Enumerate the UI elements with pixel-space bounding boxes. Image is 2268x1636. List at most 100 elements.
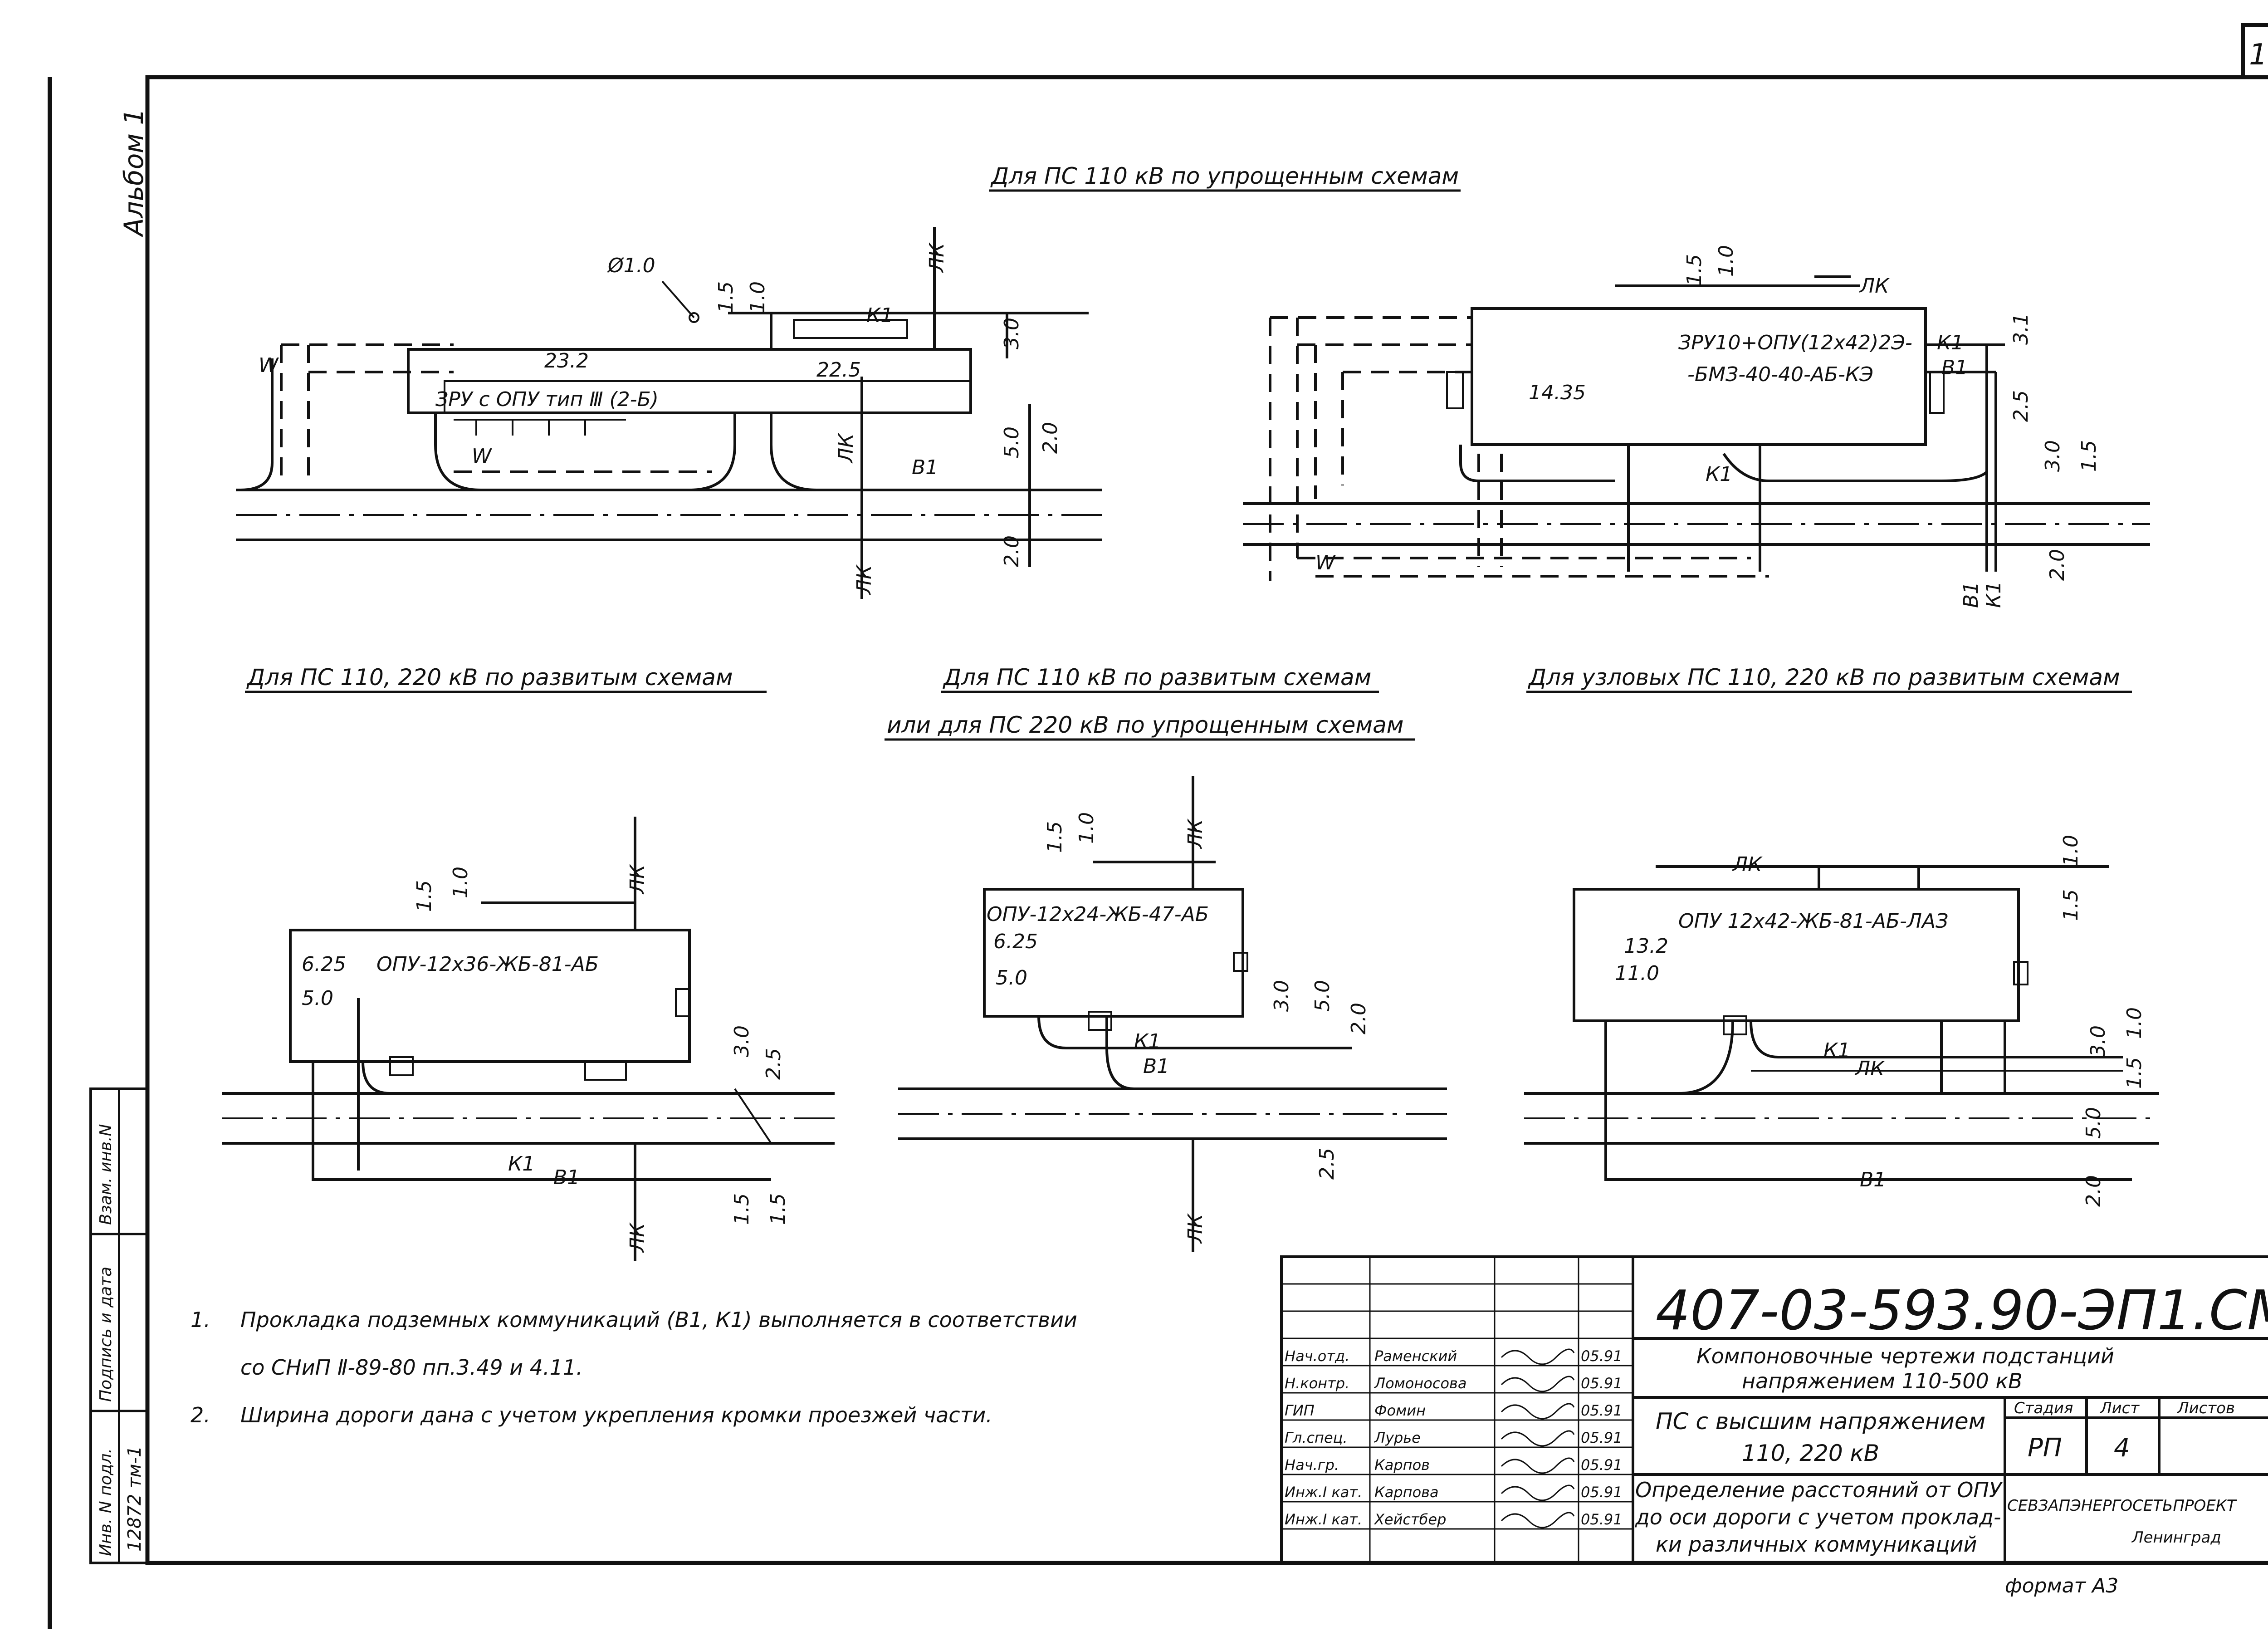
title-drawing-2: до оси дороги с учетом проклад- (1635, 1505, 2001, 1529)
title-desc-2: напряжением 110-500 кВ (1742, 1369, 2023, 1393)
d3-dim-15b: 1.5 (730, 1193, 753, 1225)
sheet-frame: 17 Альбом 1 (48, 23, 2268, 1629)
title-drawing-1: Определение расстояний от ОПУ (1635, 1478, 2003, 1502)
d5-dim-15b: 1.5 (2123, 1057, 2146, 1089)
d3-label-lk: ЛК (626, 864, 649, 895)
notes: 1. Прокладка подземных коммуникаций (В1,… (191, 1308, 1077, 1427)
d2-dim-31: 3.1 (2009, 313, 2033, 345)
d2-dim-30: 3.0 (2041, 440, 2064, 472)
note-2-text: Ширина дороги дана с учетом укрепления к… (240, 1403, 992, 1427)
signature-name: Хейстбер (1374, 1511, 1446, 1528)
d1-dim-20: 2.0 (1039, 422, 1062, 454)
signature-date: 05.91 (1581, 1511, 1623, 1528)
d5-dim-10b: 1.0 (2123, 1007, 2146, 1039)
sheets-header: Листов (2176, 1399, 2235, 1417)
signature-name: Карпова (1374, 1484, 1439, 1501)
d2-label-k1c: К1 (1982, 581, 2005, 608)
organization-city: Ленинград (2131, 1528, 2221, 1547)
headings: Для ПС 110 кВ по упрощенным схемам Для П… (245, 163, 2132, 741)
title-desc-1: Компоновочные чертежи подстанций (1696, 1344, 2114, 1368)
d4-dim-50: 5.0 (996, 966, 1027, 989)
d1-label-lk3: ЛК (853, 564, 876, 595)
note-1-line-1: Прокладка подземных коммуникаций (В1, К1… (240, 1308, 1077, 1332)
d5-dim-110: 11.0 (1615, 962, 1659, 985)
heading-1: Для ПС 110 кВ по упрощенным схемам (990, 163, 1459, 189)
d5-label-k1: К1 (1823, 1039, 1850, 1062)
heading-4: Для узловых ПС 110, 220 кВ по развитым с… (1528, 664, 2120, 691)
d4-label-k1: К1 (1134, 1030, 1161, 1053)
d1-label-w2: W (472, 445, 492, 468)
signature-role: Гл.спец. (1285, 1429, 1348, 1446)
d4-dim-50b: 5.0 (1311, 980, 1334, 1012)
d1-dim-225: 22.5 (816, 358, 861, 382)
signature-date: 05.91 (1581, 1484, 1623, 1501)
d5-dim-10: 1.0 (2059, 835, 2082, 867)
diagram-5: ЛК 1.0 1.5 ОПУ 12х42-ЖБ-81-АБ-ЛАЗ 13.2 1… (1524, 835, 2159, 1207)
signature-role: Инж.I кат. (1285, 1484, 1362, 1501)
d4-building-label: ОПУ-12х24-ЖБ-47-АБ (987, 903, 1209, 926)
signature-scribble (1501, 1512, 1575, 1528)
sheet-value: 4 (2114, 1433, 2130, 1463)
diagram-2: 1.5 1.0 ЛК К1 В1 3.1 2.5 ЗРУ10+ОПУ(12х42… (1243, 245, 2150, 608)
d1-diam: Ø1.0 (607, 254, 655, 277)
signature-name: Раменский (1374, 1347, 1457, 1365)
d5-building-label: ОПУ 12х42-ЖБ-81-АБ-ЛАЗ (1678, 910, 1948, 933)
d3-label-k1: К1 (508, 1152, 535, 1176)
note-1-line-2: со СНиП Ⅱ-89-80 пп.3.49 и 4.11. (240, 1355, 583, 1380)
d2-dim-15: 1.5 (1683, 254, 1706, 286)
sheet-number: 17 (2249, 38, 2268, 72)
d3-dim-10: 1.0 (449, 867, 472, 898)
d5-dim-20: 2.0 (2082, 1175, 2105, 1207)
title-drawing-3: ки различных коммуникаций (1656, 1532, 1977, 1557)
heading-2: Для ПС 110, 220 кВ по развитым схемам (246, 664, 733, 691)
document-code: 407-03-593.90-ЭП1.СМ (1656, 1279, 2268, 1342)
d3-dim-30: 3.0 (730, 1025, 753, 1057)
d4-label-lk: ЛК (1184, 818, 1207, 849)
signature-name: Лурье (1374, 1429, 1421, 1446)
d2-label-w: W (1315, 551, 1336, 574)
signature-name: Карпов (1374, 1456, 1430, 1474)
signature-scribble (1501, 1484, 1575, 1501)
d5-label-b1: В1 (1860, 1168, 1886, 1191)
title-sub-1: ПС с высшим напряжением (1656, 1408, 1985, 1435)
d5-dim-50: 5.0 (2082, 1107, 2105, 1139)
title-sub-2: 110, 220 кВ (1742, 1440, 1879, 1466)
signature-date: 05.91 (1581, 1456, 1623, 1474)
d1-dim-20b: 2.0 (1000, 535, 1023, 567)
d5-dim-15: 1.5 (2059, 889, 2082, 921)
d3-label-lk2: ЛК (626, 1222, 649, 1253)
stage-value: РП (2028, 1433, 2062, 1463)
diagram-3: 1.5 1.0 ЛК ОПУ-12х36-ЖБ-81-АБ 6.25 5.0 3… (222, 817, 835, 1261)
d4-dim-625: 6.25 (993, 930, 1038, 953)
d1-dim-10: 1.0 (746, 281, 769, 313)
d3-dim-625: 6.25 (302, 953, 346, 976)
d2-dim-25: 2.5 (2009, 390, 2033, 422)
d2-label-b1b: В1 (1960, 582, 1983, 608)
signature-name: Фомин (1374, 1402, 1426, 1419)
d4-dim-20: 2.0 (1347, 1003, 1370, 1034)
signature-role: Н.контр. (1285, 1375, 1349, 1392)
signature-scribble (1501, 1403, 1575, 1420)
signature-name: Ломоносова (1374, 1375, 1467, 1392)
diagram-1: Ø1.0 1.5 1.0 3.0 ЛК К1 W 23.2 22.5 ЗРУ с… (236, 227, 1102, 599)
signature-scribble (1501, 1348, 1575, 1365)
d1-label-w: W (259, 354, 279, 377)
d5-label-lk2: ЛК (1854, 1057, 1885, 1080)
signature-role: ГИП (1285, 1402, 1315, 1419)
d2-dim-15b: 1.5 (2077, 440, 2101, 472)
d2-building-label-1: ЗРУ10+ОПУ(12х42)2Э- (1678, 331, 1912, 354)
note-1-number: 1. (191, 1308, 210, 1332)
organization: СЕВЗАПЭНЕРГОСЕТЬПРОЕКТ (2007, 1497, 2237, 1515)
left-stamp-inv-number: 12872 тм-1 (124, 1446, 145, 1552)
signature-role: Инж.I кат. (1285, 1511, 1362, 1528)
left-stamp: Взам. инв.N Подпись и дата Инв. N подл. … (89, 1087, 149, 1564)
d3-dim-15c: 1.5 (767, 1193, 790, 1225)
d2-building-label-2: -БМЗ-40-40-АБ-КЭ (1687, 363, 1873, 386)
left-stamp-orig-inv: Инв. N подл. (97, 1448, 115, 1556)
sheet-header: Лист (2099, 1399, 2140, 1417)
signature-date: 05.91 (1581, 1347, 1623, 1365)
d1-label-lk: ЛК (925, 242, 948, 273)
d4-dim-10: 1.0 (1075, 812, 1098, 844)
d4-label-b1: В1 (1143, 1055, 1169, 1078)
d3-dim-25: 2.5 (762, 1048, 785, 1080)
